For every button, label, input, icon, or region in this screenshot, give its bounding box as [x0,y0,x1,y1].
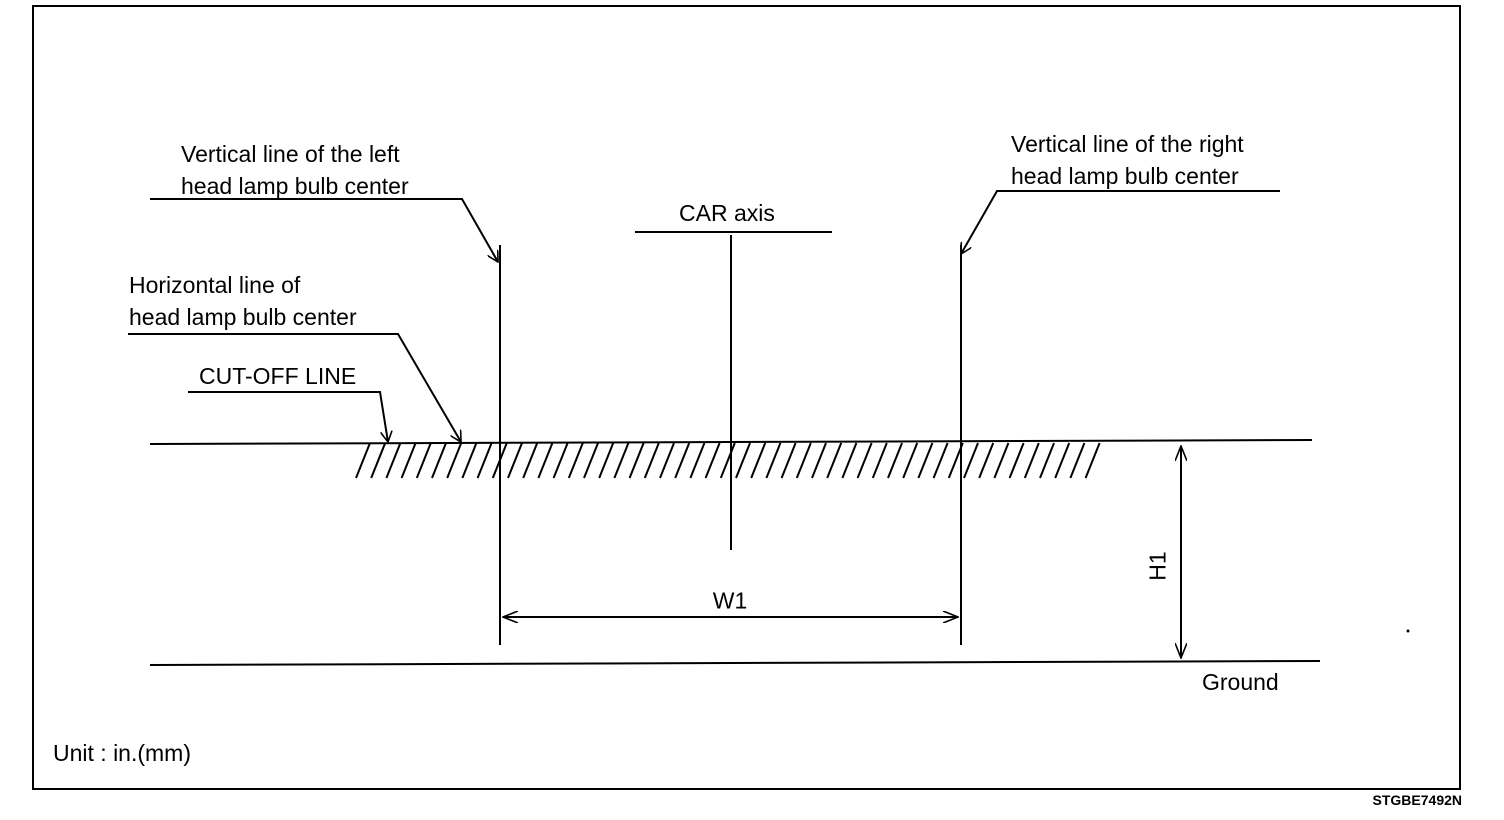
horizontal-line-leader [128,333,462,442]
hatch-stroke [963,442,979,479]
car-axis-label: CAR axis [679,200,775,226]
ground-line [149,660,1321,666]
hatch-stroke [628,442,645,479]
hatch-stroke [978,442,995,479]
hatch-stroke [735,442,751,479]
hatch-stroke [1023,442,1040,479]
left-vertical-label-line1: Vertical line of the left [181,141,400,167]
hatch-stroke [613,442,630,479]
hatch-stroke [1039,442,1055,479]
hatch-stroke [795,442,812,479]
hatch-stroke [476,442,493,479]
cut-off-line-label: CUT-OFF LINE [199,363,357,389]
cut-off-leader [188,391,388,442]
ground-label: Ground [1202,669,1279,695]
hatch-stroke [431,442,447,479]
horizontal-line-label-line2: head lamp bulb center [129,304,357,330]
hatch-stroke [537,442,554,479]
hatch-stroke [446,442,463,479]
left-vertical-leader [150,198,499,262]
hatch-stroke [765,442,782,479]
hatch-stroke [522,442,539,479]
hatch-stroke [659,442,675,479]
scan-speck [1406,629,1410,633]
hatch-stroke [583,442,599,479]
hatch-stroke [1054,442,1071,479]
hatch-stroke [415,442,432,479]
hatch-stroke [1084,442,1101,479]
hatch-stroke [719,442,736,479]
hatch-stroke [826,442,843,479]
hatch-stroke [385,442,402,479]
right-vertical-label-line1: Vertical line of the right [1011,131,1244,157]
hatch-stroke [1008,442,1025,479]
hatch-stroke [400,442,417,479]
outer-border [32,5,1461,790]
hatch-stroke [704,442,721,479]
hatch-stroke [750,442,767,479]
hatch-stroke [674,442,691,479]
hatch-stroke [856,442,873,479]
hatch-stroke [689,442,706,479]
figure-code: STGBE7492N [1372,792,1462,808]
right-vertical-leader [960,190,1280,254]
hatch-stroke [780,442,797,479]
right-vertical-label-line2: head lamp bulb center [1011,163,1239,189]
hatch-stroke [355,442,371,479]
hatch-stroke [871,442,888,479]
hatch-stroke [902,442,919,479]
cut-off-hatching [355,442,1101,479]
hatch-stroke [507,442,523,479]
horizontal-line-label-line1: Horizontal line of [129,272,301,298]
hatch-stroke [917,442,934,479]
hatch-stroke [598,442,615,479]
hatch-stroke [993,442,1010,479]
height-dimension-label: H1 [1144,551,1171,581]
hatch-stroke [1069,442,1086,479]
width-dimension-label: W1 [712,587,748,614]
hatch-stroke [887,442,903,479]
hatch-stroke [811,442,827,479]
left-vertical-label-line2: head lamp bulb center [181,173,409,199]
unit-label: Unit : in.(mm) [53,740,191,766]
hatch-stroke [567,442,584,479]
hatch-stroke [841,442,858,479]
hatch-stroke [552,442,569,479]
hatch-stroke [461,442,478,479]
hatch-stroke [932,442,949,479]
hatch-stroke [643,442,660,479]
hatch-stroke [370,442,387,479]
